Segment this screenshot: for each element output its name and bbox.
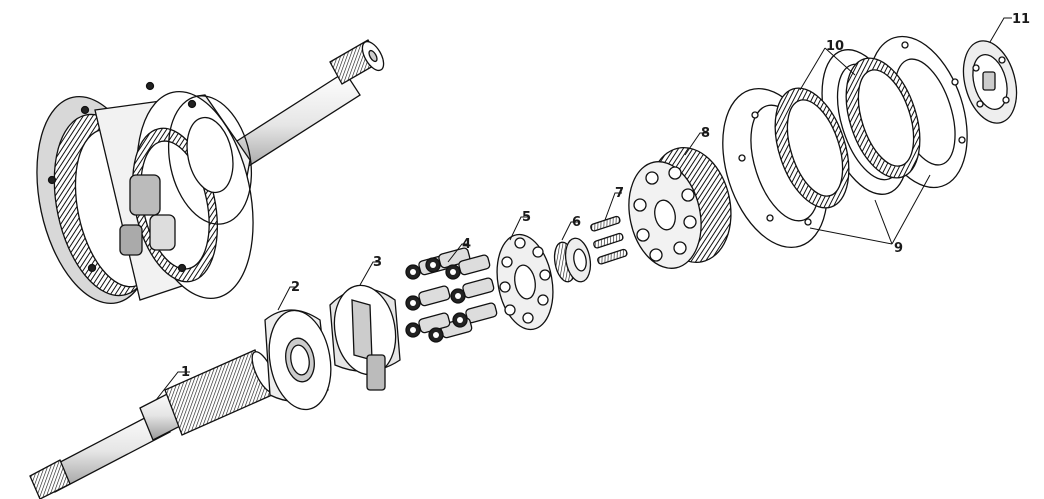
part-1-input-shaft <box>29 349 277 499</box>
callout-1: 1 <box>181 365 190 380</box>
part-2-port-plate <box>264 309 332 411</box>
assembled-housing <box>36 81 254 304</box>
part-11-end-plate <box>962 40 1018 124</box>
part-6-ball-guide <box>553 237 592 283</box>
part-5-retainer-plate <box>496 233 554 331</box>
part-7-pins <box>590 215 628 265</box>
callout-10: 10 <box>826 39 844 54</box>
part-3-swash-plate <box>329 284 401 391</box>
part-10-friction-discs <box>774 57 921 209</box>
callout-3: 3 <box>373 255 382 270</box>
callout-7: 7 <box>615 186 624 201</box>
part-4-pistons <box>405 247 498 343</box>
callout-11: 11 <box>1012 12 1030 27</box>
part-8-cylinder-block <box>628 147 732 269</box>
callout-8: 8 <box>701 126 710 141</box>
callout-2: 2 <box>291 280 300 295</box>
callout-9: 9 <box>894 241 903 256</box>
assembled-motor <box>36 39 385 304</box>
leader-lines <box>155 17 1012 401</box>
callout-6: 6 <box>572 215 581 230</box>
assembled-shaft <box>214 39 385 179</box>
callout-4: 4 <box>462 237 471 252</box>
callout-labels: 1 2 3 4 5 6 7 8 9 10 11 <box>181 12 1030 380</box>
callout-5: 5 <box>522 210 531 225</box>
